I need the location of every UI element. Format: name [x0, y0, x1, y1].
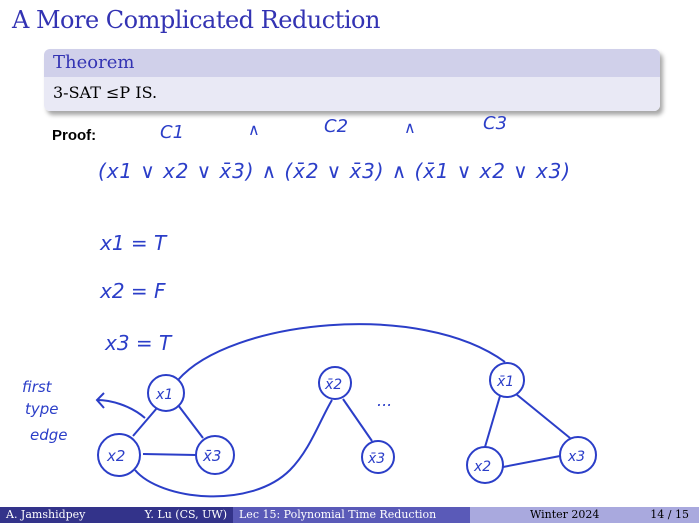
side-note: edge	[30, 426, 68, 444]
edge	[502, 455, 561, 468]
footer-author1: A. Jamshidpey	[6, 508, 86, 521]
footer-info: Winter 2024 14 / 15	[470, 507, 699, 523]
assignment: x2 = F	[99, 279, 166, 303]
graph-node	[361, 440, 395, 474]
clause-label: C3	[483, 113, 507, 134]
graph-node	[489, 362, 525, 398]
node-label: x̄1	[496, 374, 514, 390]
theorem-block: Theorem 3-SAT ≤P IS.	[44, 49, 660, 111]
curve-edge	[134, 399, 333, 498]
assignment: x3 = T	[104, 331, 173, 355]
theorem-body: 3-SAT ≤P IS.	[44, 77, 660, 111]
edge	[132, 407, 158, 437]
arc-edge	[177, 323, 506, 381]
footer-lecture: Lec 15: Polynomial Time Reduction	[233, 507, 470, 523]
graph-node	[97, 433, 141, 477]
handwritten-annotations: C1 C2 C3 ∧ ∧ (x1 ∨ x2 ∨ x̄3) ∧ (x̄2 ∨ x̄…	[22, 113, 597, 498]
slide-title: A More Complicated Reduction	[12, 6, 380, 34]
graph-node	[318, 366, 352, 400]
node-label: x̄3	[367, 451, 385, 467]
graph-node	[147, 374, 185, 412]
theorem-header: Theorem	[44, 49, 660, 77]
graph-node	[466, 446, 504, 484]
node-label: x1	[155, 387, 173, 403]
graph-node	[559, 436, 597, 474]
edge	[177, 404, 204, 439]
assignment: x1 = T	[99, 231, 168, 255]
node-label: x2	[106, 447, 125, 465]
footer-author2: Y. Lu (CS, UW)	[144, 508, 227, 521]
arrow-icon	[95, 392, 146, 419]
node-label: x̄2	[324, 377, 342, 393]
proof-label: Proof:	[52, 127, 97, 144]
footer-authors: A. Jamshidpey Y. Lu (CS, UW)	[0, 507, 233, 523]
clause-label: C1	[160, 122, 184, 143]
formula: (x1 ∨ x2 ∨ x̄3) ∧ (x̄2 ∨ x̄3) ∧ (x̄1 ∨ x…	[98, 159, 570, 183]
ellipsis: ...	[377, 391, 392, 410]
and-symbol: ∧	[404, 118, 416, 137]
footer-term: Winter 2024	[530, 508, 600, 521]
footer-bar: A. Jamshidpey Y. Lu (CS, UW) Lec 15: Pol…	[0, 507, 699, 523]
footer-page: 14 / 15	[650, 508, 689, 521]
edge	[342, 398, 373, 442]
edge	[515, 393, 571, 439]
and-symbol: ∧	[248, 120, 260, 139]
node-label: x̄3	[202, 447, 221, 465]
clause-label: C2	[324, 116, 348, 137]
side-note: first	[22, 378, 53, 396]
node-label: x3	[567, 449, 585, 465]
node-label: x2	[473, 459, 491, 475]
side-note: type	[25, 400, 59, 418]
graph-node	[195, 435, 235, 475]
edge	[142, 453, 197, 456]
edge	[484, 395, 501, 448]
